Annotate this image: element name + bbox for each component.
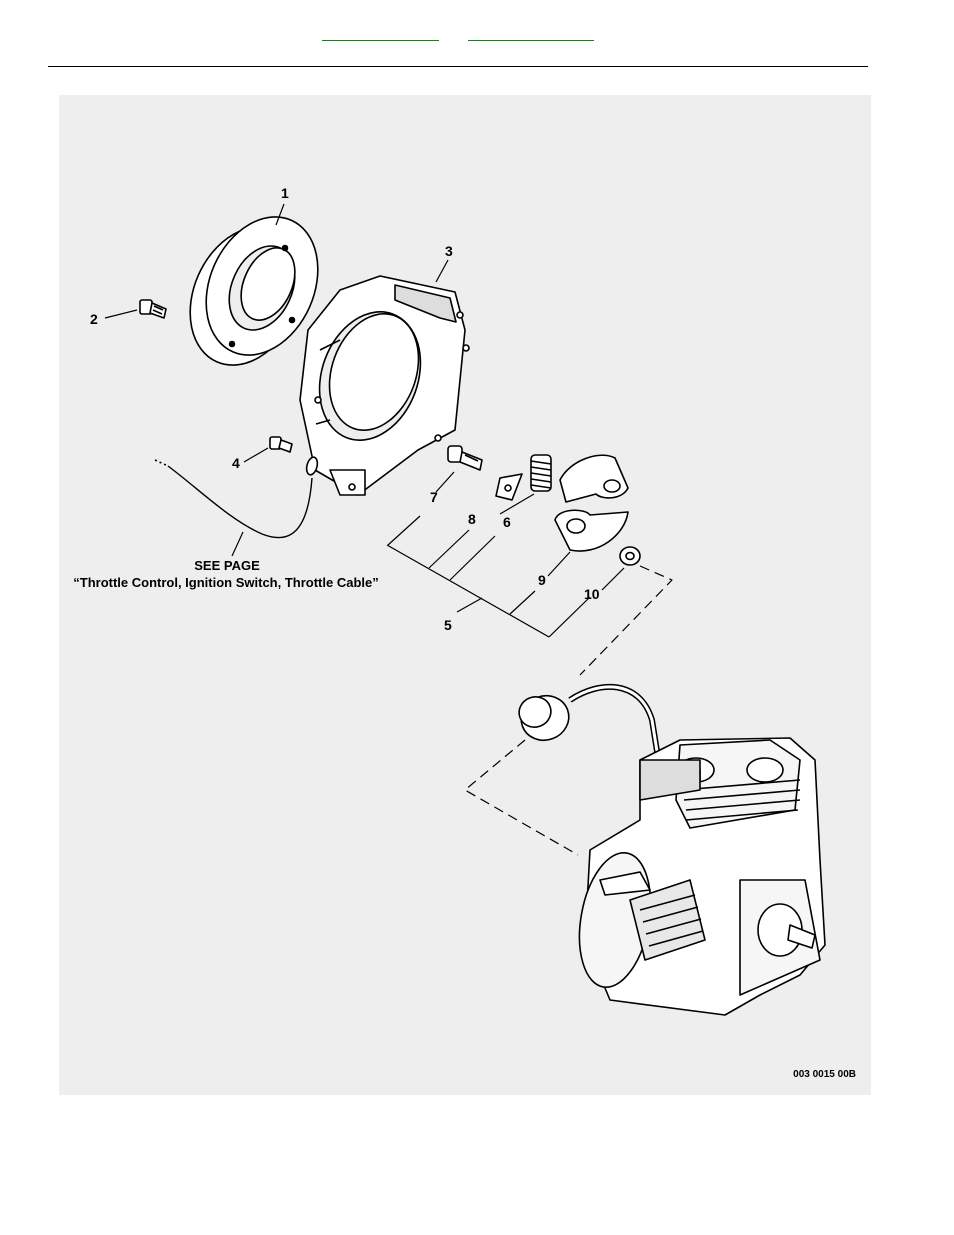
- spark-plug-boot: [518, 684, 663, 771]
- callout-5: 5: [444, 617, 452, 633]
- part-1-flywheel-ring: [189, 216, 319, 366]
- kit-5-bracket: [386, 515, 591, 638]
- ground-wire: [154, 456, 319, 539]
- callout-8: 8: [468, 511, 476, 527]
- part-3-fan-housing: [299, 275, 470, 496]
- drawing-code: 003 0015 00B: [793, 1069, 856, 1080]
- part-10-washer: [619, 546, 641, 566]
- header-link-2[interactable]: [468, 28, 594, 41]
- callout-numbers: 1 2 3 4 5 6 7 8 9 10: [90, 185, 600, 633]
- alignment-dashes: [464, 565, 673, 856]
- clutch-shoe-upper: [559, 454, 629, 503]
- callout-6: 6: [503, 514, 511, 530]
- part-2-bolt: [139, 299, 167, 319]
- engine-assembly: [578, 737, 826, 1016]
- header-link-1[interactable]: [322, 28, 439, 41]
- callout-2: 2: [90, 311, 98, 327]
- see-page-reference: “Throttle Control, Ignition Switch, Thro…: [73, 575, 378, 590]
- callout-3: 3: [445, 243, 453, 259]
- header-rule: [48, 66, 868, 67]
- callout-4: 4: [232, 455, 240, 471]
- clutch-shoe-lower: [554, 509, 629, 552]
- part-6-spring: [530, 454, 552, 492]
- part-8-washer: [495, 473, 523, 501]
- callout-9: 9: [538, 572, 546, 588]
- part-7-shoulder-bolt: [447, 445, 483, 471]
- callout-leaders: [104, 203, 625, 591]
- part-4-bolt: [269, 436, 293, 453]
- callout-7: 7: [430, 489, 438, 505]
- callout-1: 1: [281, 185, 289, 201]
- header-links: [322, 28, 594, 42]
- callout-10: 10: [584, 586, 600, 602]
- see-page-heading: SEE PAGE: [194, 558, 260, 573]
